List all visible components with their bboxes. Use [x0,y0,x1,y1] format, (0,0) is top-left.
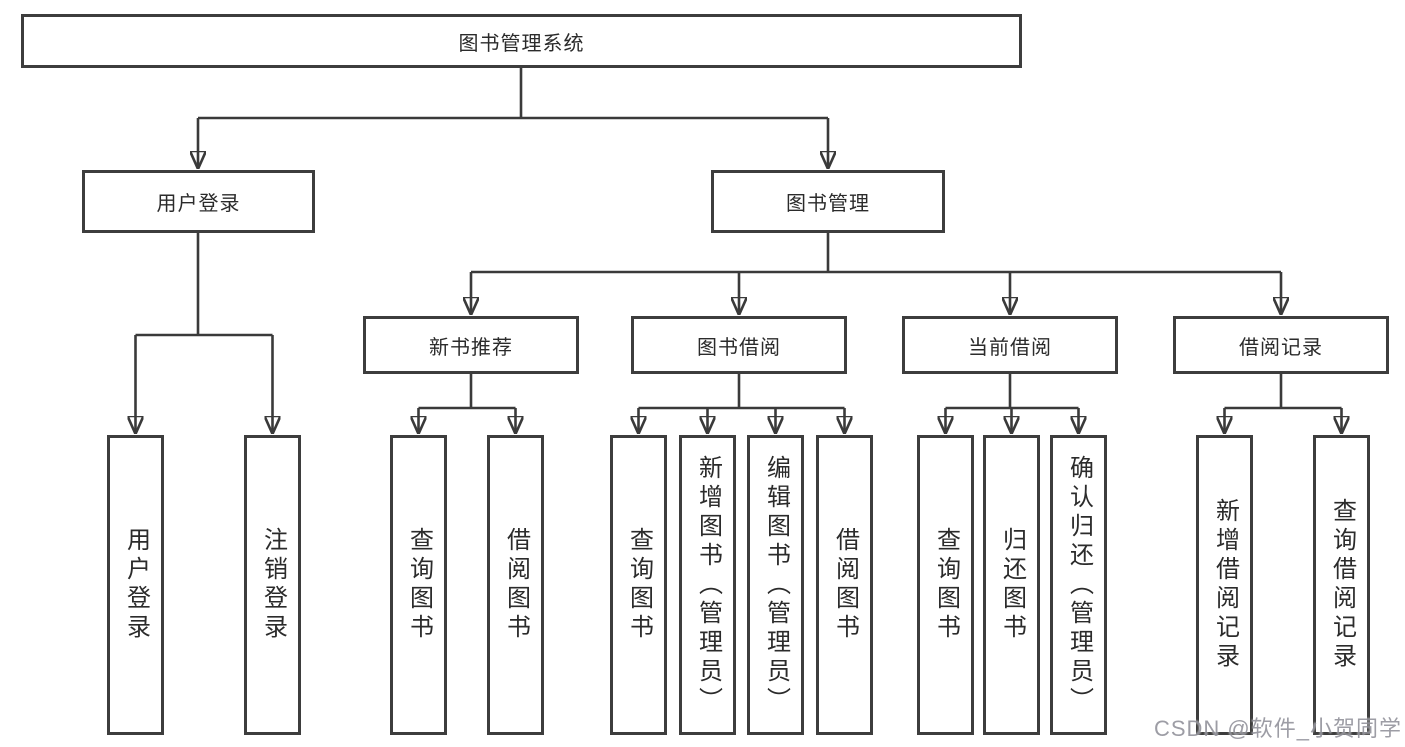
leaf-add-book-admin-label: 新增图书（管理员） [694,454,722,716]
leaf-user-login-label: 用户登录 [122,527,150,643]
leaf-confirm-return-admin: 确认归还（管理员） [1050,435,1107,735]
leaf-user-login: 用户登录 [107,435,164,735]
node-user-login: 用户登录 [82,170,315,233]
leaf-query-books-borrowing-label: 查询图书 [625,527,653,643]
leaf-logout-label: 注销登录 [259,527,287,643]
leaf-query-borrow-record-label: 查询借阅记录 [1328,498,1356,672]
leaf-query-books-recommend: 查询图书 [390,435,447,735]
leaf-query-books-recommend-label: 查询图书 [405,527,433,643]
leaf-return-books-label: 归还图书 [998,527,1026,643]
leaf-edit-book-admin-label: 编辑图书（管理员） [762,454,790,716]
leaf-edit-book-admin: 编辑图书（管理员） [747,435,804,735]
leaf-query-books-borrowing: 查询图书 [610,435,667,735]
leaf-borrow-books-borrowing: 借阅图书 [816,435,873,735]
leaf-return-books: 归还图书 [983,435,1040,735]
leaf-borrow-books-recommend: 借阅图书 [487,435,544,735]
node-current-borrowing: 当前借阅 [902,316,1118,374]
node-library-system: 图书管理系统 [21,14,1022,68]
leaf-query-borrow-record: 查询借阅记录 [1313,435,1370,735]
leaf-query-books-current: 查询图书 [917,435,974,735]
leaf-add-borrow-record: 新增借阅记录 [1196,435,1253,735]
leaf-add-borrow-record-label: 新增借阅记录 [1211,498,1239,672]
leaf-query-books-current-label: 查询图书 [932,527,960,643]
node-book-borrowing: 图书借阅 [631,316,847,374]
node-new-book-recommend: 新书推荐 [363,316,579,374]
leaf-add-book-admin: 新增图书（管理员） [679,435,736,735]
node-borrowing-records: 借阅记录 [1173,316,1389,374]
leaf-confirm-return-admin-label: 确认归还（管理员） [1065,454,1093,716]
node-book-management: 图书管理 [711,170,945,233]
leaf-borrow-books-borrowing-label: 借阅图书 [831,527,859,643]
leaf-borrow-books-recommend-label: 借阅图书 [502,527,530,643]
leaf-logout: 注销登录 [244,435,301,735]
